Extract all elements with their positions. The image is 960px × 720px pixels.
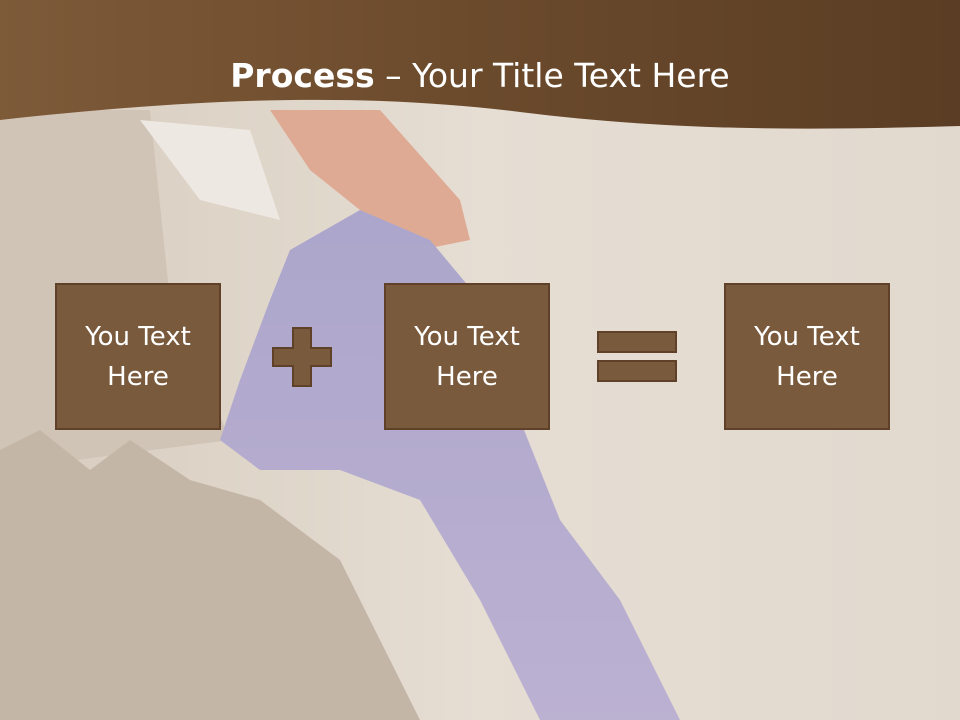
text-box-1-line2: Here (107, 361, 169, 392)
text-box-3-line1: You Text (754, 321, 860, 352)
text-box-1-line1: You Text (85, 321, 191, 352)
slide-title: Process – Your Title Text Here (0, 52, 960, 100)
text-box-3: You Text Here (724, 283, 890, 430)
title-rest: – Your Title Text Here (374, 56, 730, 95)
plus-icon (272, 327, 332, 387)
text-box-2-line1: You Text (414, 321, 520, 352)
text-box-3-line2: Here (776, 361, 838, 392)
text-box-2-line2: Here (436, 361, 498, 392)
title-bold: Process (230, 56, 375, 95)
text-box-1: You Text Here (55, 283, 221, 430)
text-box-2: You Text Here (384, 283, 550, 430)
equals-icon (597, 331, 677, 382)
